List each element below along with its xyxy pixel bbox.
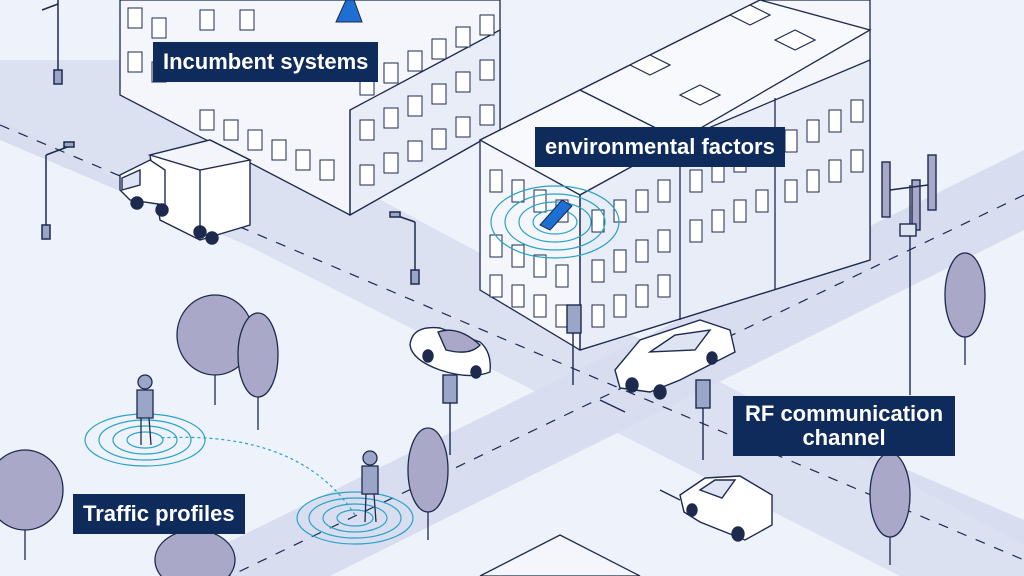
car-icon <box>409 326 491 379</box>
corner-building <box>479 534 641 576</box>
tree-icon <box>0 252 986 576</box>
rf-label-line-1: RF communication <box>745 401 944 426</box>
traffic-light-icon <box>442 304 711 460</box>
right-building <box>478 0 872 351</box>
antenna-panel-icon <box>490 185 620 259</box>
antenna-tower-icon <box>881 154 937 395</box>
rf-communication-channel-label: RF communication channel <box>733 396 956 456</box>
street-lamp-icon <box>41 0 420 285</box>
person-icon <box>136 374 379 523</box>
rf-label-line-2: channel <box>802 425 886 450</box>
environmental-factors-label: environmental factors <box>535 127 785 167</box>
truck-icon <box>119 139 253 245</box>
incumbent-systems-label: Incumbent systems <box>153 42 379 82</box>
car-icon <box>599 319 736 413</box>
van-icon <box>659 475 773 542</box>
traffic-profiles-label: Traffic profiles <box>73 494 245 534</box>
